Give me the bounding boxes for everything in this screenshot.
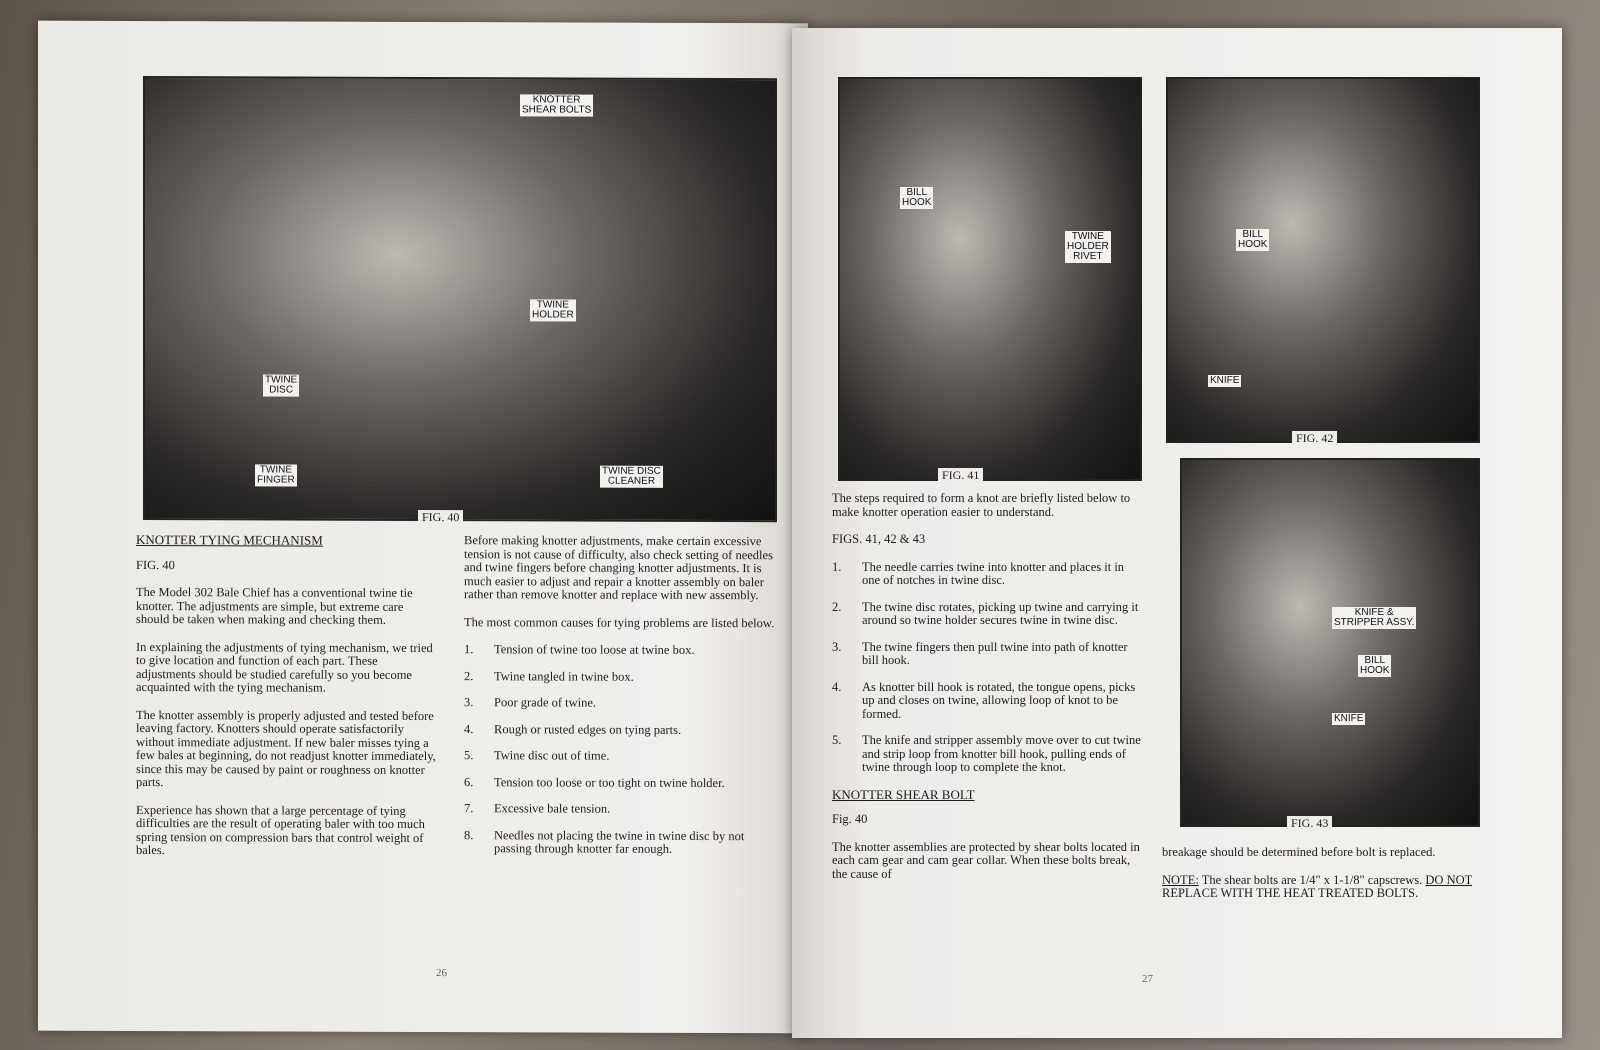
paragraph: The most common causes for tying problem… xyxy=(464,614,775,630)
page-number: 27 xyxy=(1142,973,1153,985)
item-text: The needle carries twine into knotter an… xyxy=(862,559,1125,587)
label-knife: KNIFE xyxy=(1332,713,1366,725)
item-text: Tension of twine too loose at twine box. xyxy=(494,642,695,657)
note-text: The shear bolts are 1/4" x 1-1/8" capscr… xyxy=(1198,872,1426,887)
item-text: The knife and stripper assembly move ove… xyxy=(862,733,1141,774)
item-text: Excessive bale tension. xyxy=(494,801,611,816)
paragraph: Experience has shown that a large percen… xyxy=(136,802,425,858)
paragraph: The knotter assembly is properly adjuste… xyxy=(136,707,436,790)
list-item: 4. Rough or rusted edges on tying parts. xyxy=(464,721,776,738)
label-bill-hook: BILL HOOK xyxy=(1358,655,1392,677)
list-item: 5. Twine disc out of time. xyxy=(464,748,776,764)
list-item: 3. Poor grade of twine. xyxy=(464,695,776,711)
item-text: Twine tangled in twine box. xyxy=(494,668,634,684)
paragraph: breakage should be determined before bol… xyxy=(1162,845,1436,859)
item-text: The twine fingers then pull twine into p… xyxy=(862,639,1128,667)
fig-ref: FIGS. 41, 42 & 43 xyxy=(832,532,926,546)
list-item: 4. As knotter bill hook is rotated, the t… xyxy=(832,679,1142,722)
note-text: REPLACE WITH THE HEAT TREATED BOLTS. xyxy=(1162,886,1419,900)
item-text: Rough or rusted edges on tying parts. xyxy=(494,721,682,737)
fig-ref: FIG. 40 xyxy=(136,557,175,572)
item-number: 3. xyxy=(832,639,842,654)
item-number: 2. xyxy=(832,599,842,614)
left-page: KNOTTER SHEAR BOLTS TWINE HOLDER TWINE D… xyxy=(38,20,808,1034)
fig-41-caption: FIG. 41 xyxy=(938,468,984,483)
item-text: Poor grade of twine. xyxy=(494,695,597,710)
label-knotter-shear-bolts: KNOTTER SHEAR BOLTS xyxy=(520,94,594,117)
fig-42-photo: BILL HOOK KNIFE xyxy=(1166,77,1480,443)
page-number: 26 xyxy=(436,967,447,980)
item-number: 6. xyxy=(464,774,474,789)
item-number: 2. xyxy=(464,668,474,683)
paragraph: The Model 302 Bale Chief has a conventio… xyxy=(136,584,413,627)
item-number: 3. xyxy=(464,695,474,710)
paragraph: The steps required to form a knot are br… xyxy=(832,491,1131,519)
note-label: NOTE: xyxy=(1162,872,1199,887)
list-item: 1. Tension of twine too loose at twine bo… xyxy=(464,642,776,658)
item-text: As knotter bill hook is rotated, the ton… xyxy=(862,679,1136,721)
item-number: 7. xyxy=(464,801,474,816)
item-text: Tension too loose or too tight on twine … xyxy=(494,774,725,790)
label-twine-finger: TWINE FINGER xyxy=(255,464,297,487)
right-column-2: breakage should be determined before bol… xyxy=(1162,845,1482,915)
steps-list: 1. The needle carries twine into knotter … xyxy=(832,559,1142,775)
item-number: 4. xyxy=(832,679,842,694)
label-twine-disc-cleaner: TWINE DISC CLEANER xyxy=(600,465,663,488)
label-knife: KNIFE xyxy=(1208,375,1242,387)
fig-43-photo: KNIFE & STRIPPER ASSY. BILL HOOK KNIFE xyxy=(1180,458,1480,827)
label-bill-hook: BILL HOOK xyxy=(1236,229,1270,251)
fig-43-caption: FIG. 43 xyxy=(1287,816,1333,831)
item-number: 4. xyxy=(464,721,474,736)
list-item: 6. Tension too loose or too tight on twin… xyxy=(464,774,776,791)
item-text: The twine disc rotates, picking up twine… xyxy=(862,599,1139,627)
label-knife-stripper-assy: KNIFE & STRIPPER ASSY. xyxy=(1332,607,1417,629)
item-text: Needles not placing the twine in twine d… xyxy=(494,827,745,856)
list-item: 1. The needle carries twine into knotter … xyxy=(832,559,1142,588)
causes-list: 1. Tension of twine too loose at twine bo… xyxy=(464,642,776,857)
list-item: 2. The twine disc rotates, picking up twi… xyxy=(832,599,1142,628)
item-number: 5. xyxy=(832,733,842,747)
right-page: BILL HOOK TWINE HOLDER RIVET FIG. 41 BIL… xyxy=(792,28,1562,1038)
list-item: 3. The twine fingers then pull twine into… xyxy=(832,639,1142,668)
item-text: Twine disc out of time. xyxy=(494,748,610,763)
paragraph: Before making knotter adjustments, make … xyxy=(464,533,773,603)
fig-40-caption: FIG. 40 xyxy=(418,509,464,526)
list-item: 2. Twine tangled in twine box. xyxy=(464,668,776,685)
right-column-1: The steps required to form a knot are br… xyxy=(832,491,1142,895)
left-column-1: KNOTTER TYING MECHANISM FIG. 40 The Mode… xyxy=(136,531,436,873)
label-twine-disc: TWINE DISC xyxy=(263,374,300,397)
left-column-2: Before making knotter adjustments, make … xyxy=(464,533,776,870)
list-item: 8. Needles not placing the twine in twine… xyxy=(464,827,776,857)
section-heading: KNOTTER TYING MECHANISM xyxy=(136,531,323,548)
item-number: 1. xyxy=(464,642,474,657)
label-bill-hook: BILL HOOK xyxy=(900,187,934,209)
item-number: 5. xyxy=(464,748,474,763)
label-twine-holder: TWINE HOLDER xyxy=(530,299,576,322)
label-twine-holder-rivet: TWINE HOLDER RIVET xyxy=(1065,231,1111,263)
section-heading: KNOTTER SHEAR BOLT xyxy=(832,786,975,802)
fig-41-photo: BILL HOOK TWINE HOLDER RIVET xyxy=(838,77,1142,481)
list-item: 5. The knife and stripper assembly move o… xyxy=(832,733,1142,775)
fig-ref: Fig. 40 xyxy=(832,812,868,826)
fig-40-photo: KNOTTER SHEAR BOLTS TWINE HOLDER TWINE D… xyxy=(143,76,777,523)
fig-42-caption: FIG. 42 xyxy=(1292,431,1338,446)
paragraph: The knotter assemblies are protected by … xyxy=(832,839,1140,881)
note-emphasis: DO NOT xyxy=(1425,872,1473,887)
item-number: 8. xyxy=(464,827,474,842)
paragraph: In explaining the adjustments of tying m… xyxy=(136,639,433,695)
item-number: 1. xyxy=(832,559,842,574)
note: NOTE: The shear bolts are 1/4" x 1-1/8" … xyxy=(1162,872,1482,901)
list-item: 7. Excessive bale tension. xyxy=(464,801,776,817)
